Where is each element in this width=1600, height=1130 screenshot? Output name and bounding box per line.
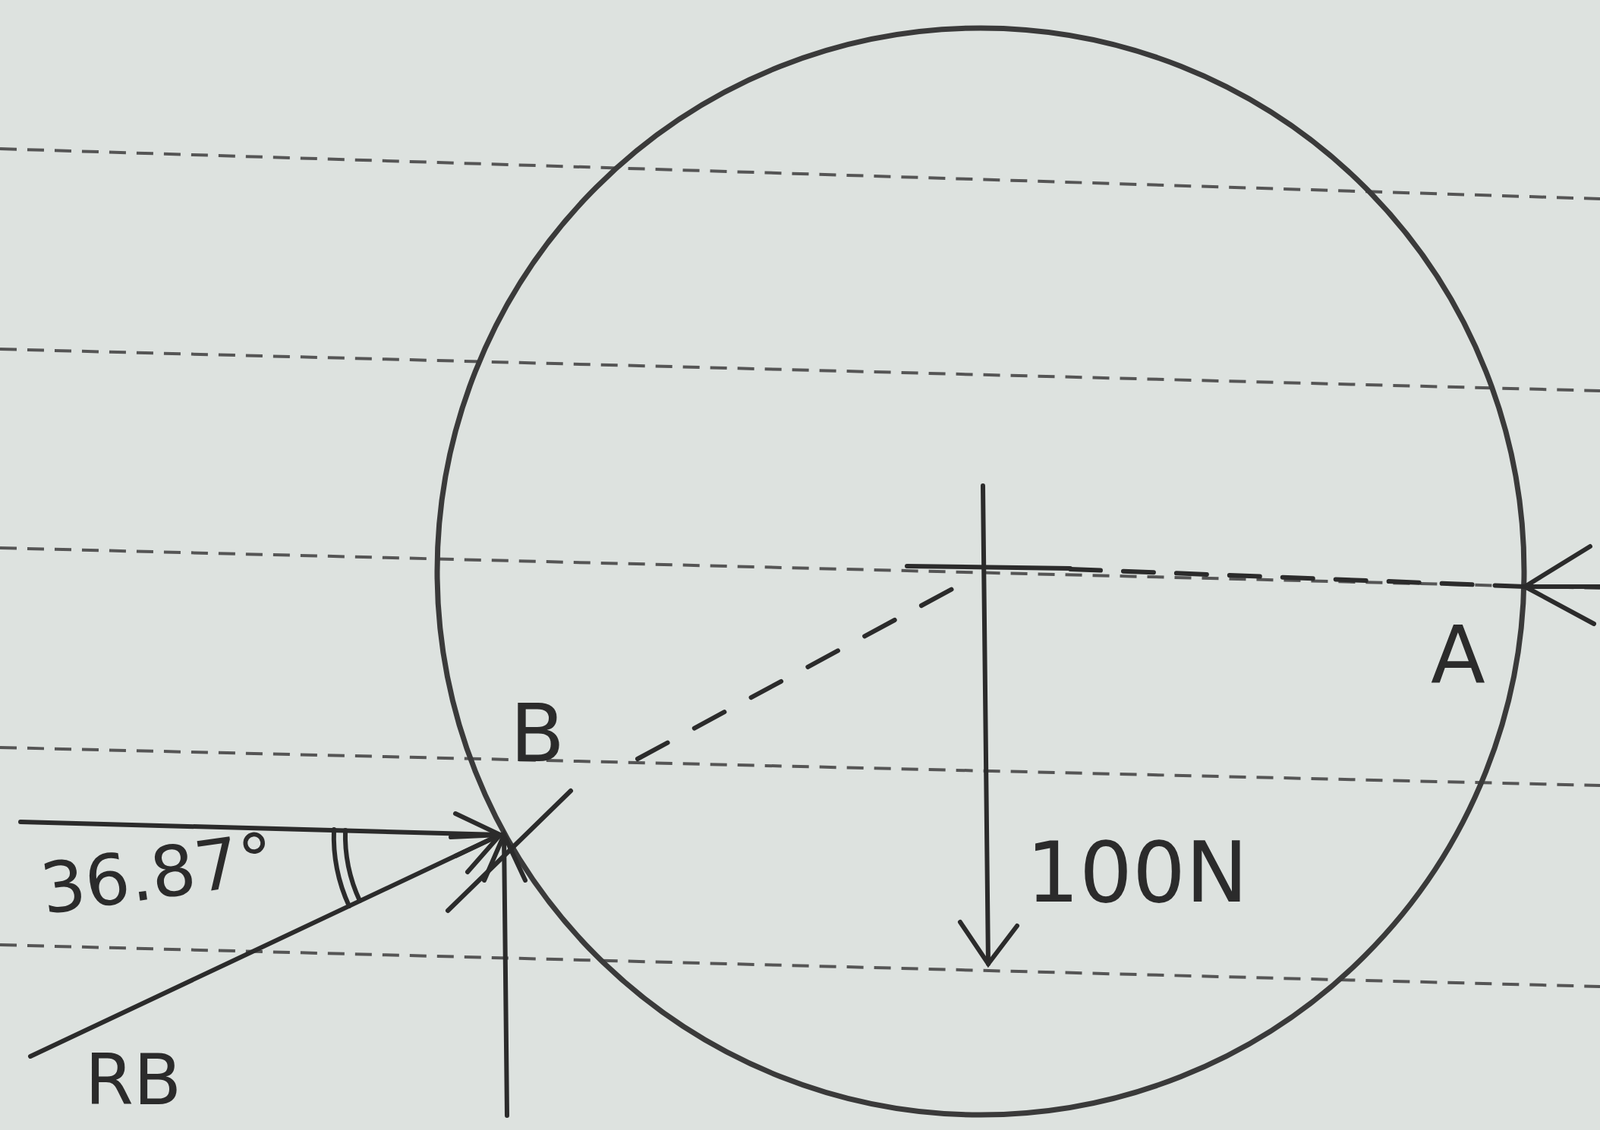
angle-arc <box>333 829 350 907</box>
weight-line <box>982 485 989 964</box>
sphere-outline <box>437 28 1525 1115</box>
reaction-a-line <box>1524 584 1600 589</box>
centre-mark <box>907 566 1071 569</box>
force-value: 100N <box>1026 831 1248 915</box>
paper-rule-lines <box>0 148 1600 987</box>
vertical-reference <box>503 834 508 1116</box>
angle-value: 36.87° <box>36 823 279 926</box>
tangent-mark <box>447 790 571 911</box>
angle-arc <box>345 830 360 901</box>
point-label: A <box>1430 616 1486 697</box>
force-name: RB <box>85 1045 182 1116</box>
centre-to-a-line <box>1070 569 1525 587</box>
weight-arrowhead <box>960 922 1018 964</box>
point-label: B <box>510 694 565 775</box>
centre-to-b-line <box>637 580 968 760</box>
force-lines <box>20 485 1600 1116</box>
reaction-a-arrowhead <box>1524 546 1594 624</box>
